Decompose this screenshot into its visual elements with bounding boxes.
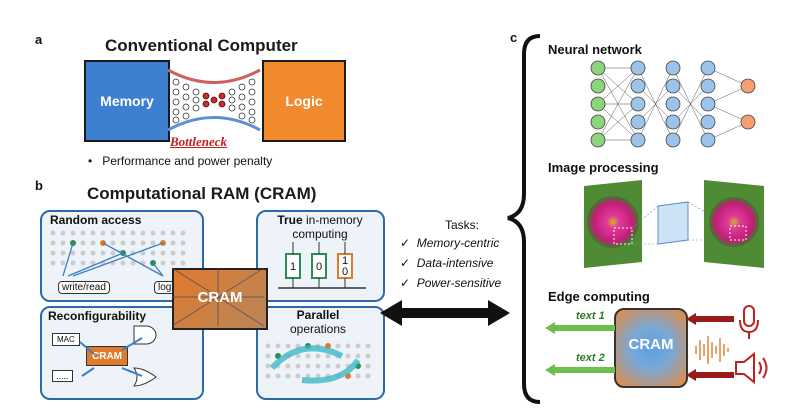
text-1-label: text 1 <box>576 310 605 322</box>
reconfig-arrows <box>79 337 143 377</box>
parallel-operations-box <box>256 306 385 400</box>
edge-cram-block <box>614 308 688 388</box>
write-read-label: write/read <box>58 281 110 294</box>
parallel-word: Parallel <box>296 308 340 322</box>
memory-label: Memory <box>100 93 154 109</box>
panel-b-letter: b <box>35 178 43 193</box>
text-2-label: text 2 <box>576 352 605 364</box>
neural-network-title: Neural network <box>548 42 642 57</box>
curly-brace-icon <box>507 34 541 404</box>
computing-word: computing <box>292 227 348 241</box>
cell-value-3: 1 <box>342 255 349 267</box>
logic-box: Logic <box>262 60 346 142</box>
cell-value-2: 0 <box>316 261 323 273</box>
true-in-memory-title: True in-memory computing <box>270 213 370 241</box>
double-arrow-icon <box>380 300 510 326</box>
neural-network-diagram <box>590 60 756 148</box>
panel-a-letter: a <box>35 32 43 47</box>
operations-word: operations <box>289 322 347 336</box>
random-access-grid <box>50 230 186 277</box>
cram-center-label: CRAM <box>197 289 243 306</box>
task-memory-centric: ✓ Memory-centric <box>400 236 499 250</box>
check-icon: ✓ <box>400 236 411 250</box>
edge-cram-label: CRAM <box>628 336 674 353</box>
mac-block: MAC <box>52 333 80 346</box>
cram-center-lines <box>172 268 265 327</box>
parallel-grid <box>265 343 371 384</box>
task-data-intensive: ✓ Data-intensive <box>400 256 493 270</box>
task-power-sensitive: ✓ Power-sensitive <box>400 276 501 290</box>
edge-computing-title: Edge computing <box>548 289 650 304</box>
check-icon: ✓ <box>400 256 411 270</box>
logic-label: Logic <box>285 93 323 109</box>
bottleneck-funnel <box>167 68 261 132</box>
cram-mini-label: CRAM <box>92 350 122 362</box>
parallel-title: Parallel operations <box>268 308 368 336</box>
performance-bullet-text: Performance and power penalty <box>102 154 273 168</box>
cell-value-1: 1 <box>290 261 297 273</box>
audio-input-diagram <box>686 313 734 381</box>
cram-title: Computational RAM (CRAM) <box>87 184 317 203</box>
microphone-icon <box>739 305 759 339</box>
speaker-icon <box>735 351 768 385</box>
true-word: True <box>277 213 303 227</box>
cram-mini-block: CRAM <box>86 346 128 366</box>
task-3-label: Power-sensitive <box>416 276 502 290</box>
text-output-arrows <box>545 322 615 376</box>
in-memory-word: in-memory <box>306 213 363 227</box>
panel-c-letter: c <box>510 30 518 45</box>
task-2-label: Data-intensive <box>416 256 494 270</box>
bottleneck-label: Bottleneck <box>170 134 228 149</box>
performance-bullet: • Performance and power penalty <box>88 154 273 168</box>
true-in-memory-cells <box>278 242 366 289</box>
reconfigurability-title: Reconfigurability <box>48 309 147 323</box>
image-processing-title: Image processing <box>548 160 659 175</box>
check-icon: ✓ <box>400 276 411 290</box>
memory-box: Memory <box>84 60 170 142</box>
dots-block: ..... <box>52 370 73 382</box>
conventional-computer-title: Conventional Computer <box>105 36 298 55</box>
image-processing-diagram <box>584 180 764 268</box>
random-access-title: Random access <box>50 213 142 227</box>
tasks-heading: Tasks: <box>445 218 480 232</box>
cell-value-4: 0 <box>342 266 349 278</box>
task-1-label: Memory-centric <box>416 236 500 250</box>
